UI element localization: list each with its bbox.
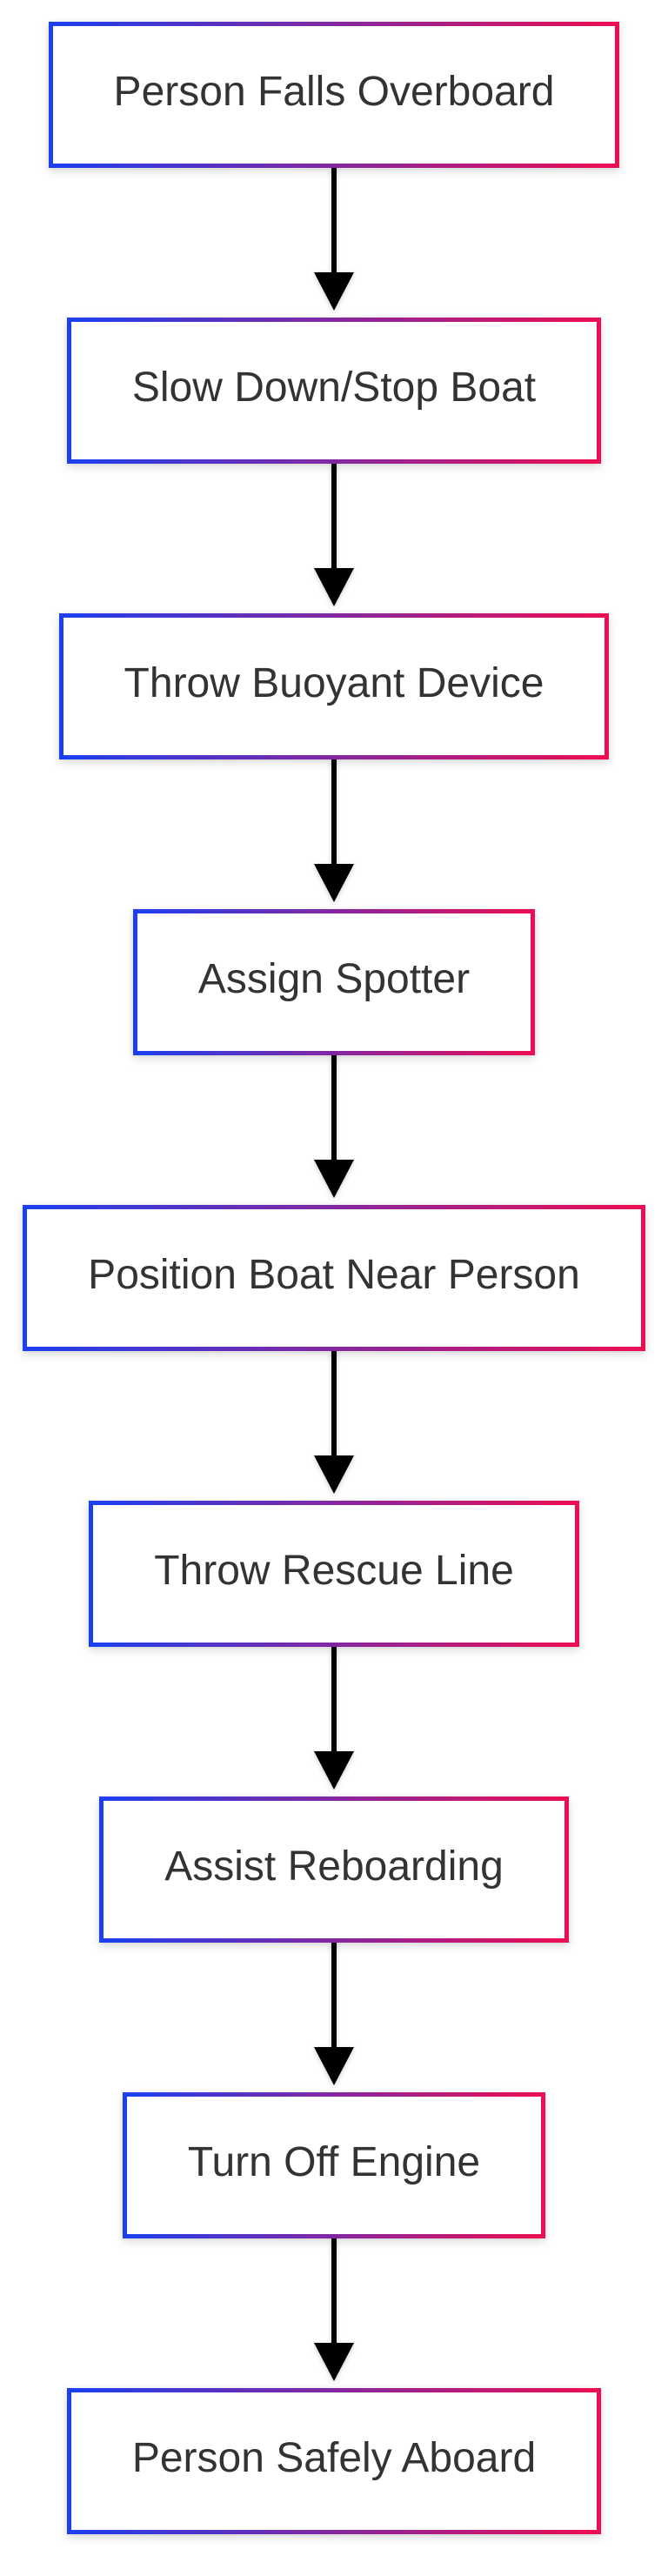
arrow-line bbox=[331, 1055, 337, 1160]
flow-node-label: Turn Off Engine bbox=[187, 2138, 481, 2185]
flow-node-assign-spotter: Assign Spotter bbox=[132, 909, 536, 1055]
flow-node-label: Throw Buoyant Device bbox=[124, 659, 544, 706]
flow-edge-arrow bbox=[314, 464, 354, 613]
arrow-down-icon bbox=[314, 1751, 354, 1790]
flow-node-person-falls-overboard: Person Falls Overboard bbox=[48, 22, 620, 168]
flow-node-turn-off-engine: Turn Off Engine bbox=[122, 2092, 546, 2238]
flow-step: Throw Rescue Line bbox=[89, 1501, 579, 1797]
flow-step: Person Safely Aboard bbox=[66, 2388, 602, 2534]
flow-node-label: Person Falls Overboard bbox=[113, 68, 555, 115]
flow-step: Turn Off Engine bbox=[122, 2092, 546, 2388]
arrow-line bbox=[331, 1351, 337, 1455]
flow-step: Assist Reboarding bbox=[99, 1797, 569, 2092]
arrow-line bbox=[331, 1943, 337, 2047]
flow-node-label: Assist Reboarding bbox=[164, 1843, 504, 1890]
arrow-line bbox=[331, 464, 337, 568]
flow-edge-arrow bbox=[314, 1943, 354, 2092]
flow-node-label: Assign Spotter bbox=[197, 955, 471, 1002]
flow-step: Position Boat Near Person bbox=[23, 1205, 645, 1501]
arrow-down-icon bbox=[313, 272, 354, 311]
flow-edge-arrow bbox=[314, 2238, 354, 2388]
arrow-down-icon bbox=[314, 2343, 354, 2381]
flow-step: Throw Buoyant Device bbox=[58, 613, 610, 909]
flow-node-person-safely-aboard: Person Safely Aboard bbox=[66, 2388, 602, 2534]
flow-node-label: Throw Rescue Line bbox=[154, 1547, 514, 1594]
arrow-down-icon bbox=[314, 568, 354, 606]
flow-node-throw-buoyant-device: Throw Buoyant Device bbox=[58, 613, 610, 759]
arrow-line bbox=[331, 2238, 337, 2343]
flow-edge-arrow bbox=[313, 759, 354, 909]
arrow-down-icon bbox=[313, 864, 354, 902]
flow-node-throw-rescue-line: Throw Rescue Line bbox=[89, 1501, 579, 1647]
flow-step: Person Falls Overboard bbox=[48, 22, 620, 318]
flow-node-position-boat-near-person: Position Boat Near Person bbox=[23, 1205, 645, 1351]
arrow-line bbox=[331, 168, 337, 272]
flow-step: Slow Down/Stop Boat bbox=[66, 318, 602, 613]
flow-step: Assign Spotter bbox=[132, 909, 536, 1205]
flow-edge-arrow bbox=[313, 168, 354, 318]
arrow-line bbox=[331, 1647, 337, 1751]
flow-node-label: Position Boat Near Person bbox=[88, 1251, 580, 1298]
flow-edge-arrow bbox=[313, 1055, 354, 1205]
flow-edge-arrow bbox=[313, 1351, 354, 1501]
flow-node-label: Slow Down/Stop Boat bbox=[131, 364, 537, 411]
arrow-down-icon bbox=[313, 1455, 354, 1494]
arrow-down-icon bbox=[314, 2047, 354, 2085]
arrow-down-icon bbox=[313, 1160, 354, 1198]
flow-edge-arrow bbox=[314, 1647, 354, 1797]
arrow-line bbox=[331, 759, 337, 864]
flow-node-slow-down-stop-boat: Slow Down/Stop Boat bbox=[66, 318, 602, 464]
flow-node-assist-reboarding: Assist Reboarding bbox=[99, 1797, 569, 1943]
flow-node-label: Person Safely Aboard bbox=[131, 2434, 537, 2481]
